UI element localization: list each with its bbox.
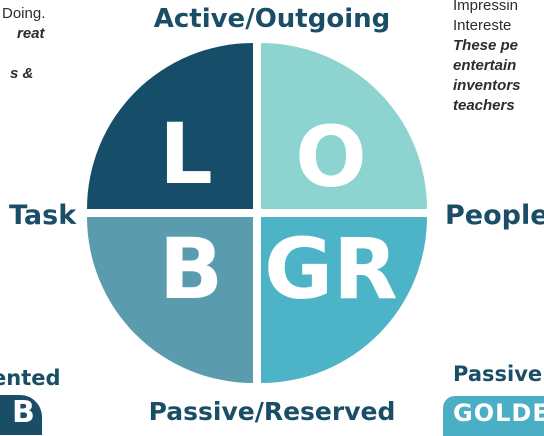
right-panel-line-4: entertain (453, 57, 517, 74)
right-description-panel: Impressin Intereste These pe entertain i… (453, 0, 521, 116)
bottom-left-badge: B (0, 395, 42, 435)
quadrant-circle-diagram: L O B GR (87, 43, 427, 383)
bottom-left-badge-text: B (12, 395, 35, 430)
right-panel-line-1: Impressin (453, 0, 519, 14)
quadrant-bottom-right (261, 217, 427, 383)
right-panel-line-6: teachers (453, 97, 515, 114)
quadrant-letter-bottom-right: GR (264, 220, 398, 318)
left-description-panel: Doing. reat s & (0, 4, 45, 84)
right-panel-line-5: inventors (453, 77, 521, 94)
quadrant-letter-top-right: O (295, 108, 366, 206)
left-panel-line-3: s & (10, 65, 34, 82)
bottom-right-badge: GOLDEN (443, 396, 544, 436)
bottom-right-badge-text: GOLDEN (453, 399, 544, 427)
quadrant-letter-bottom-left: B (159, 220, 223, 318)
top-axis-label: Active/Outgoing (153, 4, 391, 34)
left-panel-line-1: Doing. (2, 5, 46, 22)
quadrant-letter-top-left: L (159, 105, 213, 203)
left-panel-line-2: reat (17, 25, 45, 42)
right-panel-line-2: Intereste (453, 17, 512, 34)
right-panel-line-3: These pe (453, 37, 519, 54)
quadrant-top-left (87, 43, 253, 209)
right-axis-label: People (445, 200, 544, 231)
bottom-right-corner-label: Passive (453, 362, 543, 386)
left-axis-label: Task (9, 200, 77, 231)
quadrant-top-right (261, 43, 427, 209)
bottom-axis-label: Passive/Reserved (148, 397, 396, 426)
quadrant-bottom-left (87, 217, 253, 383)
